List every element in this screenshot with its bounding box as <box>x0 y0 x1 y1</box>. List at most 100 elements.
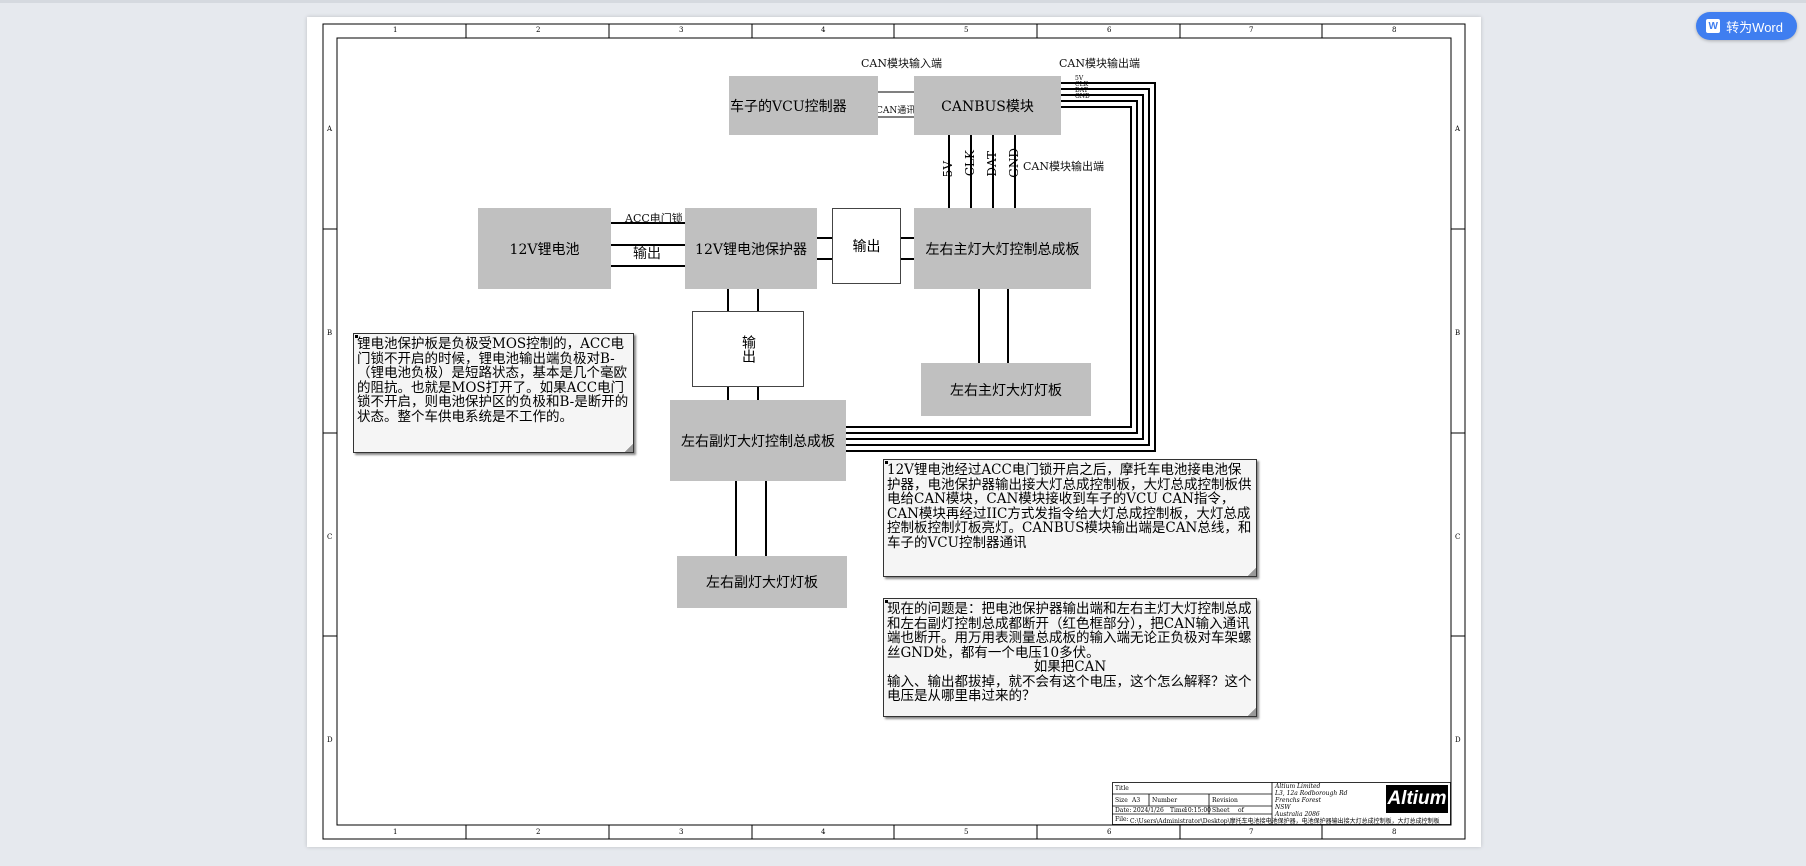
aux-lamp-board-label: 左右副灯大灯灯板 <box>706 575 818 591</box>
row-letter-right-b: B <box>1455 329 1461 337</box>
size-label: Size <box>1115 797 1128 804</box>
acc-lock-label: ACC电门锁 <box>625 212 683 225</box>
main-lamp-controller-label: 左右主灯大灯控制总成板 <box>925 241 1080 258</box>
note-fold-corner <box>1248 708 1256 716</box>
col-number-bottom-5: 5 <box>964 828 969 836</box>
company-address-4: Australia 2086 <box>1275 811 1320 818</box>
company-address-1: L3, 12a Rodborough Rd <box>1275 790 1348 797</box>
can-output-mid-label: CAN模块输出端 <box>1023 160 1104 173</box>
time-value: 10:15:00 <box>1184 807 1211 814</box>
can-comm-label: CAN通讯 <box>876 106 916 116</box>
aux-lamp-controller-label: 左右副灯大灯控制总成板 <box>681 433 835 450</box>
time-label: Time: <box>1170 807 1188 814</box>
main-lamp-board-label: 左右主灯大灯灯板 <box>950 382 1062 399</box>
note-anchor-dot <box>885 461 888 464</box>
row-letter-left-d: D <box>327 736 333 744</box>
col-number-top-7: 7 <box>1249 26 1254 34</box>
convert-to-word-label: 转为Word <box>1726 19 1783 35</box>
note-system-description: 12V锂电池经过ACC电门锁开启之后，摩托车电池接电池保护器，电池保护器输出接大… <box>883 459 1257 577</box>
row-letter-left-a: A <box>327 125 333 133</box>
col-number-top-2: 2 <box>536 26 541 34</box>
row-letter-right-a: A <box>1455 125 1461 133</box>
vcu-controller-block: 车子的VCU控制器 <box>729 76 878 135</box>
pin-5v-label: 5V <box>941 161 955 178</box>
word-icon: W <box>1706 19 1721 33</box>
note-problem-question-text-c: 输入、输出都拔掉，就不会有这个电压，这个怎么解释？这个电压是从哪里串过来的？ <box>887 673 1252 704</box>
row-letter-right-c: C <box>1455 533 1461 541</box>
company-name: Altium Limited <box>1275 783 1321 790</box>
note-fold-corner <box>1248 568 1256 576</box>
aux-lamp-controller-block: 左右副灯大灯控制总成板 <box>670 400 846 481</box>
number-label: Number <box>1152 797 1178 804</box>
date-value: 2024/1/26 <box>1133 807 1164 814</box>
output-right-box: 输出 <box>832 208 901 284</box>
note-battery-protector-text: 锂电池保护板是负极受MOS控制的，ACC电门锁不开启的时候，锂电池输出端负极对B… <box>357 336 629 425</box>
note-anchor-dot <box>355 335 358 338</box>
title-block-grid <box>1112 782 1451 825</box>
col-number-top-1: 1 <box>393 26 398 34</box>
title-block: Title Size A3 Number Revision Date: 2024… <box>1112 782 1451 825</box>
row-letter-left-c: C <box>327 533 333 541</box>
note-fold-corner <box>625 444 633 452</box>
battery-protector-block: 12V锂电池保护器 <box>685 208 817 289</box>
note-battery-protector: 锂电池保护板是负极受MOS控制的，ACC电门锁不开启的时候，锂电池输出端负极对B… <box>353 333 634 453</box>
schematic-sheet: 1 2 3 4 5 6 7 8 1 2 3 4 5 6 7 8 A B C D … <box>307 17 1481 847</box>
col-number-bottom-8: 8 <box>1392 828 1397 836</box>
battery-label: 12V锂电池 <box>509 241 580 258</box>
battery-protector-label: 12V锂电池保护器 <box>695 241 807 258</box>
col-number-bottom-2: 2 <box>536 828 541 836</box>
output-right-label: 输出 <box>852 239 881 255</box>
canbus-module-block: CANBUS模块 <box>914 76 1061 135</box>
file-path-value: C:\Users\Administrator\Desktop\摩托车电池接电池保… <box>1130 818 1440 825</box>
note-anchor-dot <box>885 600 888 603</box>
file-label: File: <box>1115 816 1129 823</box>
note-system-description-text: 12V锂电池经过ACC电门锁开启之后，摩托车电池接电池保护器，电池保护器输出接大… <box>887 462 1252 551</box>
tiny-5v-label: 5V <box>1075 75 1084 82</box>
battery-block: 12V锂电池 <box>478 208 611 289</box>
tiny-clk-label: CLK <box>1075 81 1089 88</box>
convert-to-word-button[interactable]: W 转为Word <box>1696 12 1797 40</box>
col-number-bottom-3: 3 <box>679 828 684 836</box>
top-strip <box>0 0 1806 3</box>
vcu-controller-label: 车子的VCU控制器 <box>730 98 847 115</box>
company-address-2: Frenchs Forest <box>1275 797 1322 804</box>
size-value: A3 <box>1132 797 1141 804</box>
col-number-top-3: 3 <box>679 26 684 34</box>
can-input-label: CAN模块输入端 <box>861 57 942 70</box>
note-problem-question-text-a: 现在的问题是：把电池保护器输出端和左右主灯大灯控制总成和左右副灯控制总成都断开（… <box>887 601 1252 661</box>
aux-lamp-board-block: 左右副灯大灯灯板 <box>677 556 847 608</box>
can-output-top-label: CAN模块输出端 <box>1059 57 1140 70</box>
note-problem-question-text-b: 如果把CAN <box>1033 659 1107 675</box>
col-number-bottom-1: 1 <box>393 828 398 836</box>
col-number-bottom-6: 6 <box>1107 828 1112 836</box>
note-problem-question: 现在的问题是：把电池保护器输出端和左右主灯大灯控制总成和左右副灯控制总成都断开（… <box>883 598 1257 717</box>
col-number-top-8: 8 <box>1392 26 1397 34</box>
row-letter-right-d: D <box>1455 736 1461 744</box>
title-label: Title <box>1115 785 1129 792</box>
altium-logo: Altium <box>1386 785 1448 813</box>
main-lamp-board-block: 左右主灯大灯灯板 <box>921 363 1091 416</box>
pin-gnd-label: GND <box>1007 148 1021 178</box>
main-lamp-controller-block: 左右主灯大灯控制总成板 <box>914 208 1091 289</box>
company-address-3: NSW <box>1275 804 1291 811</box>
altium-logo-text: Altium <box>1387 788 1447 809</box>
revision-label: Revision <box>1212 797 1238 804</box>
canbus-module-label: CANBUS模块 <box>941 98 1034 115</box>
sheet-of-label: of <box>1238 807 1244 814</box>
date-label: Date: <box>1115 807 1132 814</box>
pin-clk-label: CLK <box>963 150 977 177</box>
col-number-top-6: 6 <box>1107 26 1112 34</box>
tiny-gnd-label: GND <box>1075 93 1090 100</box>
col-number-bottom-7: 7 <box>1249 828 1254 836</box>
frame-row-ticks <box>323 228 1465 637</box>
col-number-top-5: 5 <box>964 26 969 34</box>
tiny-dat-label: DAT <box>1075 87 1088 94</box>
sheet-label: Sheet <box>1212 807 1230 814</box>
output-down-label: 输出 <box>740 335 756 363</box>
pin-dat-label: DAT <box>985 151 999 177</box>
output-wire-label: 输出 <box>633 246 661 262</box>
row-letter-left-b: B <box>327 329 333 337</box>
frame-col-ticks <box>465 24 1323 839</box>
col-number-top-4: 4 <box>821 26 826 34</box>
col-number-bottom-4: 4 <box>821 828 826 836</box>
